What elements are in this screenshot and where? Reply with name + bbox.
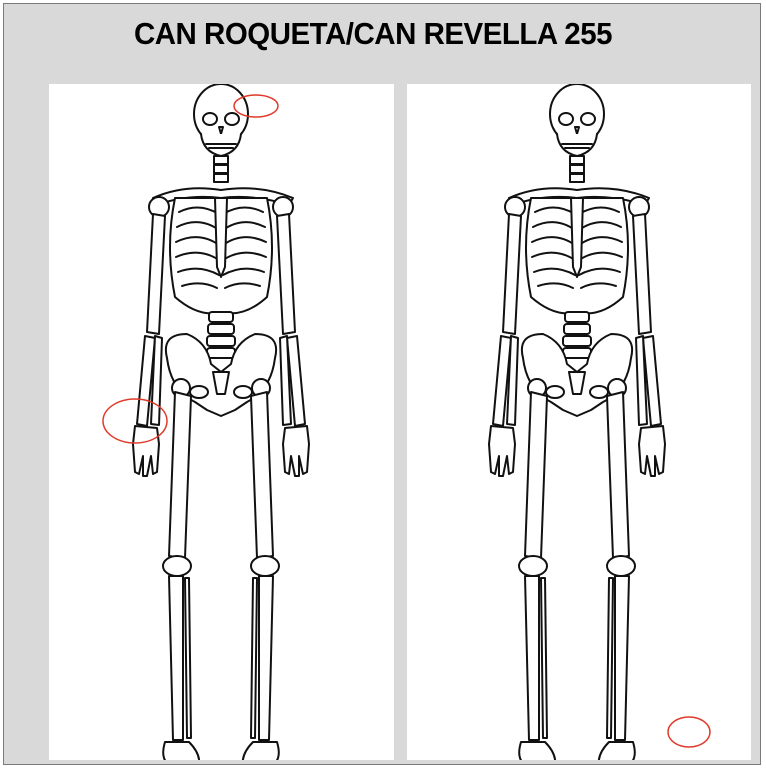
skeleton-figure	[133, 84, 309, 760]
skeleton-panel-right	[407, 84, 751, 760]
marker-foot	[668, 717, 710, 747]
skeleton-figure	[489, 84, 665, 760]
figure-frame: CAN ROQUETA/CAN REVELLA 255	[3, 3, 761, 765]
skeleton-diagram-left	[49, 84, 394, 760]
skeleton-panel-left	[49, 84, 394, 760]
figure-title: CAN ROQUETA/CAN REVELLA 255	[22, 16, 723, 52]
skeleton-diagram-right	[407, 84, 751, 760]
